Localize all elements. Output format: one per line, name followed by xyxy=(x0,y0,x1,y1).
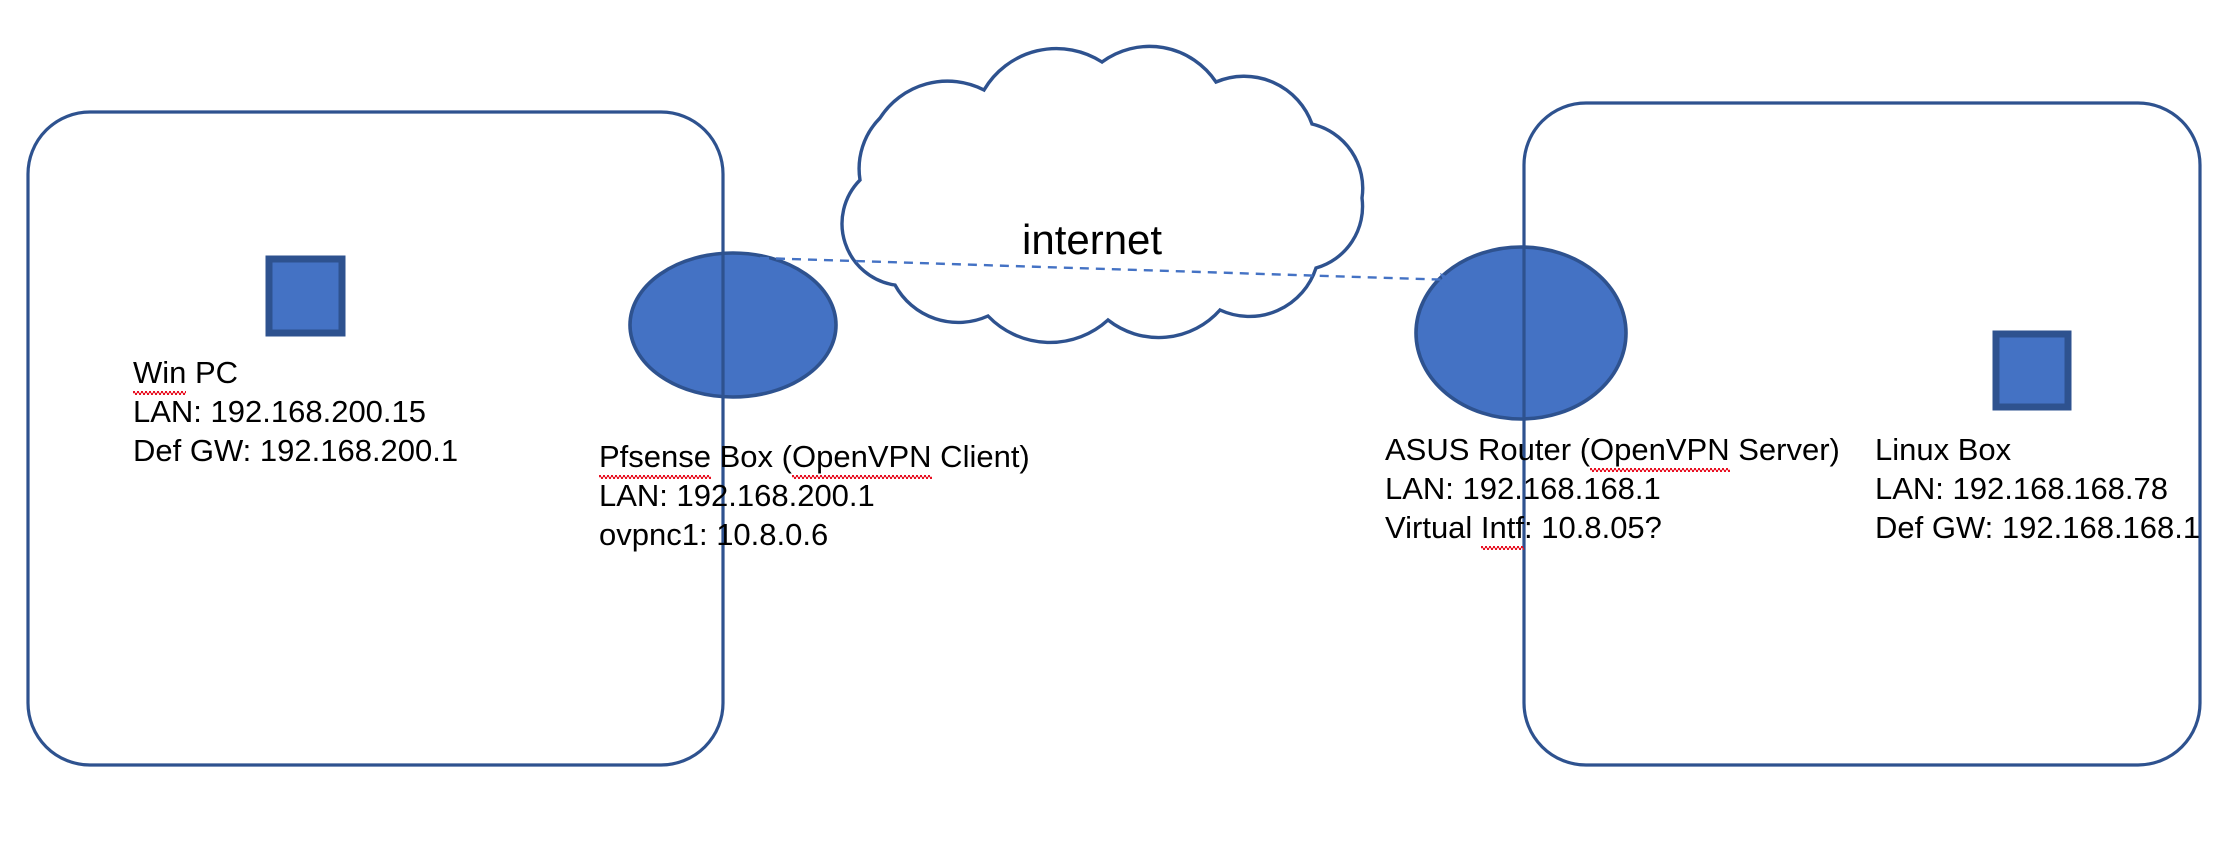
pfsense-name-seg3: Client) xyxy=(931,439,1030,474)
spellcheck-word-win: Win xyxy=(133,355,187,395)
win-pc-name-line: Win PC xyxy=(133,353,458,395)
pfsense-ovpnc1-line: ovpnc1: 10.8.0.6 xyxy=(599,517,829,552)
right-site-boundary xyxy=(1522,101,2202,767)
internet-cloud-label: internet xyxy=(1022,216,1163,263)
win-pc-lan-line: LAN: 192.168.200.15 xyxy=(133,394,427,429)
asus-router-ellipse-icon xyxy=(1414,245,1628,421)
win-pc-label: Win PC LAN: 192.168.200.15 Def GW: 192.1… xyxy=(133,353,458,470)
pfsense-router-label: Pfsense Box (OpenVPN Client) LAN: 192.16… xyxy=(599,437,1030,554)
left-site-boundary xyxy=(26,110,725,767)
asus-vintf-seg0: Virtual xyxy=(1385,510,1481,545)
linux-box-name-line: Linux Box xyxy=(1875,432,2012,467)
spellcheck-word-openvpn-server: OpenVPN xyxy=(1590,432,1730,472)
win-pc-name-rest: PC xyxy=(186,355,239,390)
asus-vintf-seg2: : 10.8.05? xyxy=(1524,510,1662,545)
asus-name-seg0: ASUS Router ( xyxy=(1385,432,1591,467)
linux-box-square-icon xyxy=(1992,330,2072,411)
spellcheck-word-openvpn-client: OpenVPN xyxy=(791,439,932,479)
win-pc-square-icon xyxy=(265,255,346,337)
pfsense-router-ellipse-icon xyxy=(628,251,838,399)
asus-name-seg2: Server) xyxy=(1729,432,1840,467)
internet-cloud-icon xyxy=(840,44,1365,345)
vpn-tunnel-arrow xyxy=(759,256,1455,287)
asus-name-line: ASUS Router (OpenVPN Server) xyxy=(1385,430,1840,472)
pfsense-lan-line: LAN: 192.168.200.1 xyxy=(599,478,875,513)
linux-box-lan-line: LAN: 192.168.168.78 xyxy=(1875,471,2169,506)
asus-virtual-intf-line: Virtual Intf: 10.8.05? xyxy=(1385,508,1840,550)
spellcheck-word-pfsense: Pfsense xyxy=(599,439,712,479)
linux-box-gateway-line: Def GW: 192.168.168.1 xyxy=(1875,510,2201,545)
linux-box-label: Linux Box LAN: 192.168.168.78 Def GW: 19… xyxy=(1875,430,2200,547)
pfsense-name-seg1: Box ( xyxy=(711,439,792,474)
spellcheck-word-intf: Intf xyxy=(1480,510,1525,550)
win-pc-gateway-line: Def GW: 192.168.200.1 xyxy=(133,433,459,468)
asus-router-label: ASUS Router (OpenVPN Server) LAN: 192.16… xyxy=(1385,430,1840,550)
pfsense-name-line: Pfsense Box (OpenVPN Client) xyxy=(599,437,1030,479)
asus-lan-line: LAN: 192.168.168.1 xyxy=(1385,471,1661,506)
